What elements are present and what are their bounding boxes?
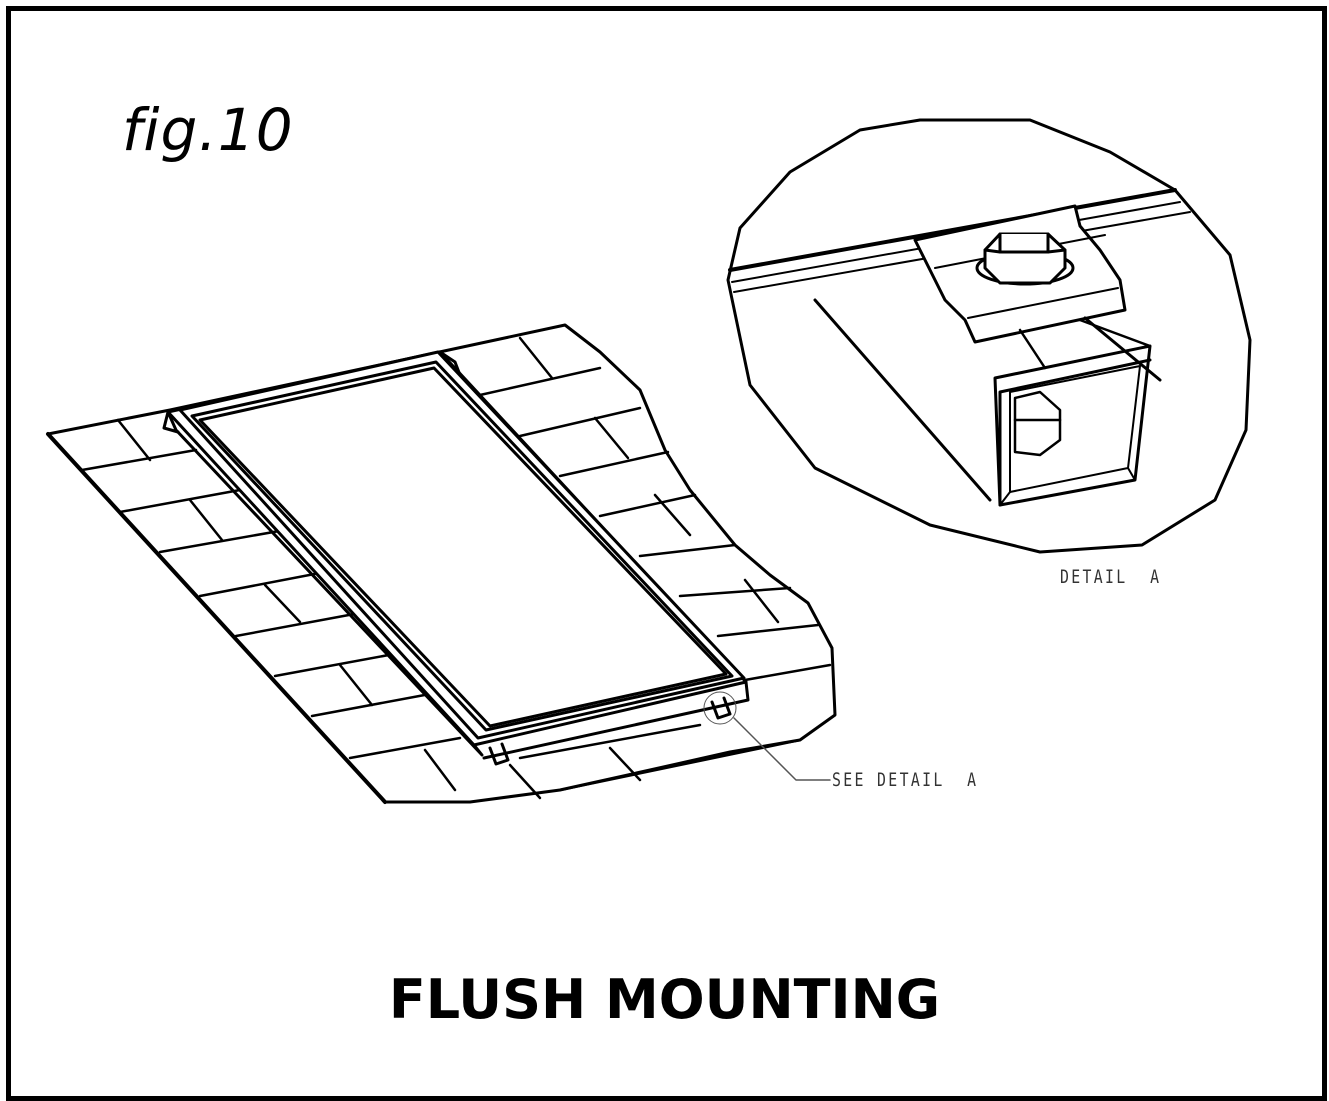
detail-marker (703, 691, 737, 725)
shingle-lines (80, 336, 832, 800)
detail-outline (726, 118, 1252, 554)
bolt-head (975, 232, 1075, 286)
callout-leader (733, 717, 831, 781)
roof-section (46, 323, 837, 804)
figure-label: fig.10 (122, 96, 294, 164)
lower-nut (1013, 390, 1062, 457)
callout-label: SEE DETAIL A (832, 769, 979, 791)
detail-caption: DETAIL A (1060, 566, 1162, 588)
detail-a (726, 118, 1252, 554)
page-title: FLUSH MOUNTING (388, 968, 941, 1031)
solar-panel (178, 350, 746, 740)
